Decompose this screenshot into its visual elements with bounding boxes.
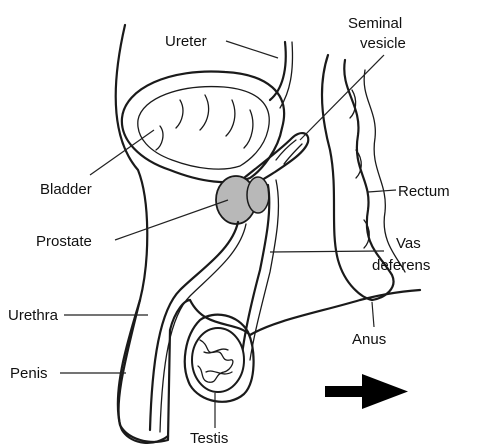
prostate-gland-back — [247, 177, 269, 213]
leader-vas-deferens — [270, 251, 384, 252]
leader-anus — [372, 302, 374, 327]
seminal-vesicle-coil — [276, 140, 302, 164]
bladder-fold-4 — [244, 110, 253, 148]
label-urethra: Urethra — [8, 307, 59, 324]
bladder-fold-3 — [226, 100, 235, 136]
testis — [192, 328, 244, 392]
bladder-fold-1 — [176, 100, 183, 128]
right-arrow-icon — [325, 374, 408, 409]
label-bladder: Bladder — [40, 181, 92, 198]
label-penis: Penis — [10, 365, 48, 382]
leader-bladder — [90, 130, 154, 175]
label-rectum: Rectum — [398, 183, 450, 200]
leader-prostate — [115, 200, 228, 240]
label-prostate: Prostate — [36, 233, 92, 250]
label-seminal-vesicle-1: Seminal — [348, 15, 402, 32]
label-ureter: Ureter — [165, 33, 207, 50]
leader-rectum — [368, 190, 396, 192]
label-testis: Testis — [190, 430, 228, 447]
label-vas-deferens-2: deferens — [372, 257, 430, 274]
bladder-fold-5 — [156, 126, 163, 150]
bladder-inner — [138, 87, 269, 170]
label-seminal-vesicle-2: vesicle — [360, 35, 406, 52]
label-anus: Anus — [352, 331, 386, 348]
ureter-tube — [270, 42, 286, 100]
label-vas-deferens-1: Vas — [396, 235, 421, 252]
leader-ureter — [226, 41, 278, 58]
leader-seminal-vesicle — [300, 55, 384, 140]
bladder-fold-2 — [200, 95, 209, 130]
